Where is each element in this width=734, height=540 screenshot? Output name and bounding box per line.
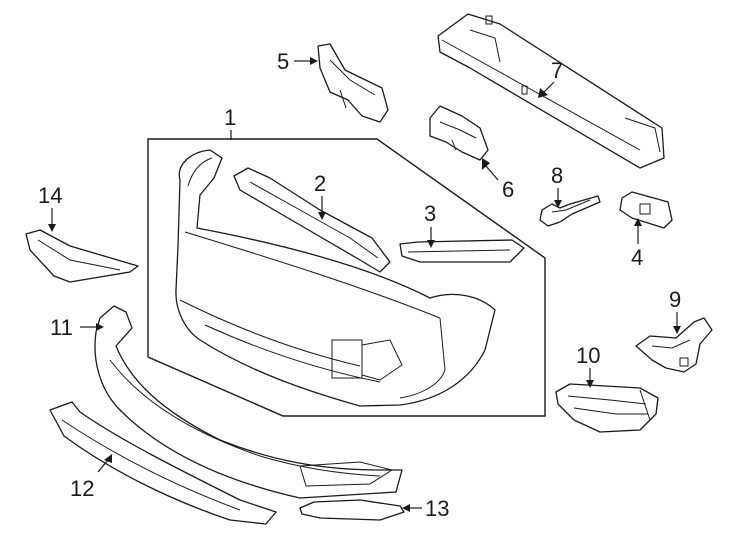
callout-6: 6 <box>502 177 514 202</box>
callout-1: 1 <box>224 105 236 130</box>
part-4-clip[interactable] <box>619 191 673 229</box>
callout-4: 4 <box>631 245 643 270</box>
leader-7 <box>543 81 555 93</box>
callout-2: 2 <box>314 171 326 196</box>
arrow-14 <box>48 224 56 232</box>
part-12-skid-plate[interactable] <box>49 401 277 525</box>
assembly-frame <box>147 138 546 417</box>
part-1-bumper-cover[interactable] <box>175 149 496 407</box>
part-9-lamp-bracket[interactable] <box>635 317 713 373</box>
part-3-molding[interactable] <box>399 239 525 263</box>
callout-13: 13 <box>425 496 449 521</box>
part-7-impact-bar[interactable] <box>437 13 665 169</box>
arrow-3 <box>427 240 435 248</box>
leader-12 <box>97 459 109 473</box>
arrow-12 <box>104 454 112 463</box>
callout-3: 3 <box>424 201 436 226</box>
part-6-bracket[interactable] <box>429 105 489 161</box>
callout-10: 10 <box>576 343 600 368</box>
part-14-side-trim[interactable] <box>25 229 139 283</box>
part-10-lamp-bezel[interactable] <box>555 383 659 433</box>
part-5-bracket[interactable] <box>317 43 389 123</box>
arrow-5 <box>310 57 318 65</box>
arrow-4 <box>634 218 642 226</box>
part-11-lower-valance[interactable] <box>94 305 403 499</box>
arrow-13 <box>402 504 410 512</box>
part-2-upper-bracket[interactable] <box>233 167 391 273</box>
leader-6 <box>485 165 499 181</box>
arrow-7 <box>538 88 548 98</box>
callout-8: 8 <box>551 163 563 188</box>
callout-5: 5 <box>277 49 289 74</box>
callout-11: 11 <box>50 315 73 340</box>
arrow-2 <box>318 212 326 220</box>
callout-7: 7 <box>551 58 563 83</box>
arrow-9 <box>673 326 681 334</box>
part-8-bracket[interactable] <box>539 195 601 227</box>
arrow-10 <box>586 380 594 388</box>
arrow-11 <box>96 323 104 331</box>
arrow-6 <box>482 158 490 170</box>
callout-9: 9 <box>669 287 681 312</box>
callout-12: 12 <box>70 476 94 501</box>
callout-14: 14 <box>38 183 62 208</box>
part-13-trim-strip[interactable] <box>299 499 405 521</box>
arrow-8 <box>554 200 562 208</box>
